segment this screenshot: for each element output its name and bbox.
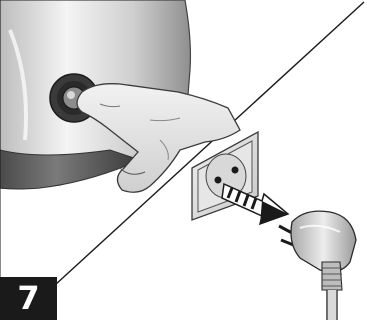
- power-button-icon: [49, 73, 99, 123]
- hand-pressing-icon: [76, 83, 241, 193]
- step-number-badge: 7: [0, 277, 57, 320]
- arrow-right-icon: [221, 182, 290, 226]
- divider-line: [54, 1, 365, 286]
- power-plug-icon: [278, 210, 357, 320]
